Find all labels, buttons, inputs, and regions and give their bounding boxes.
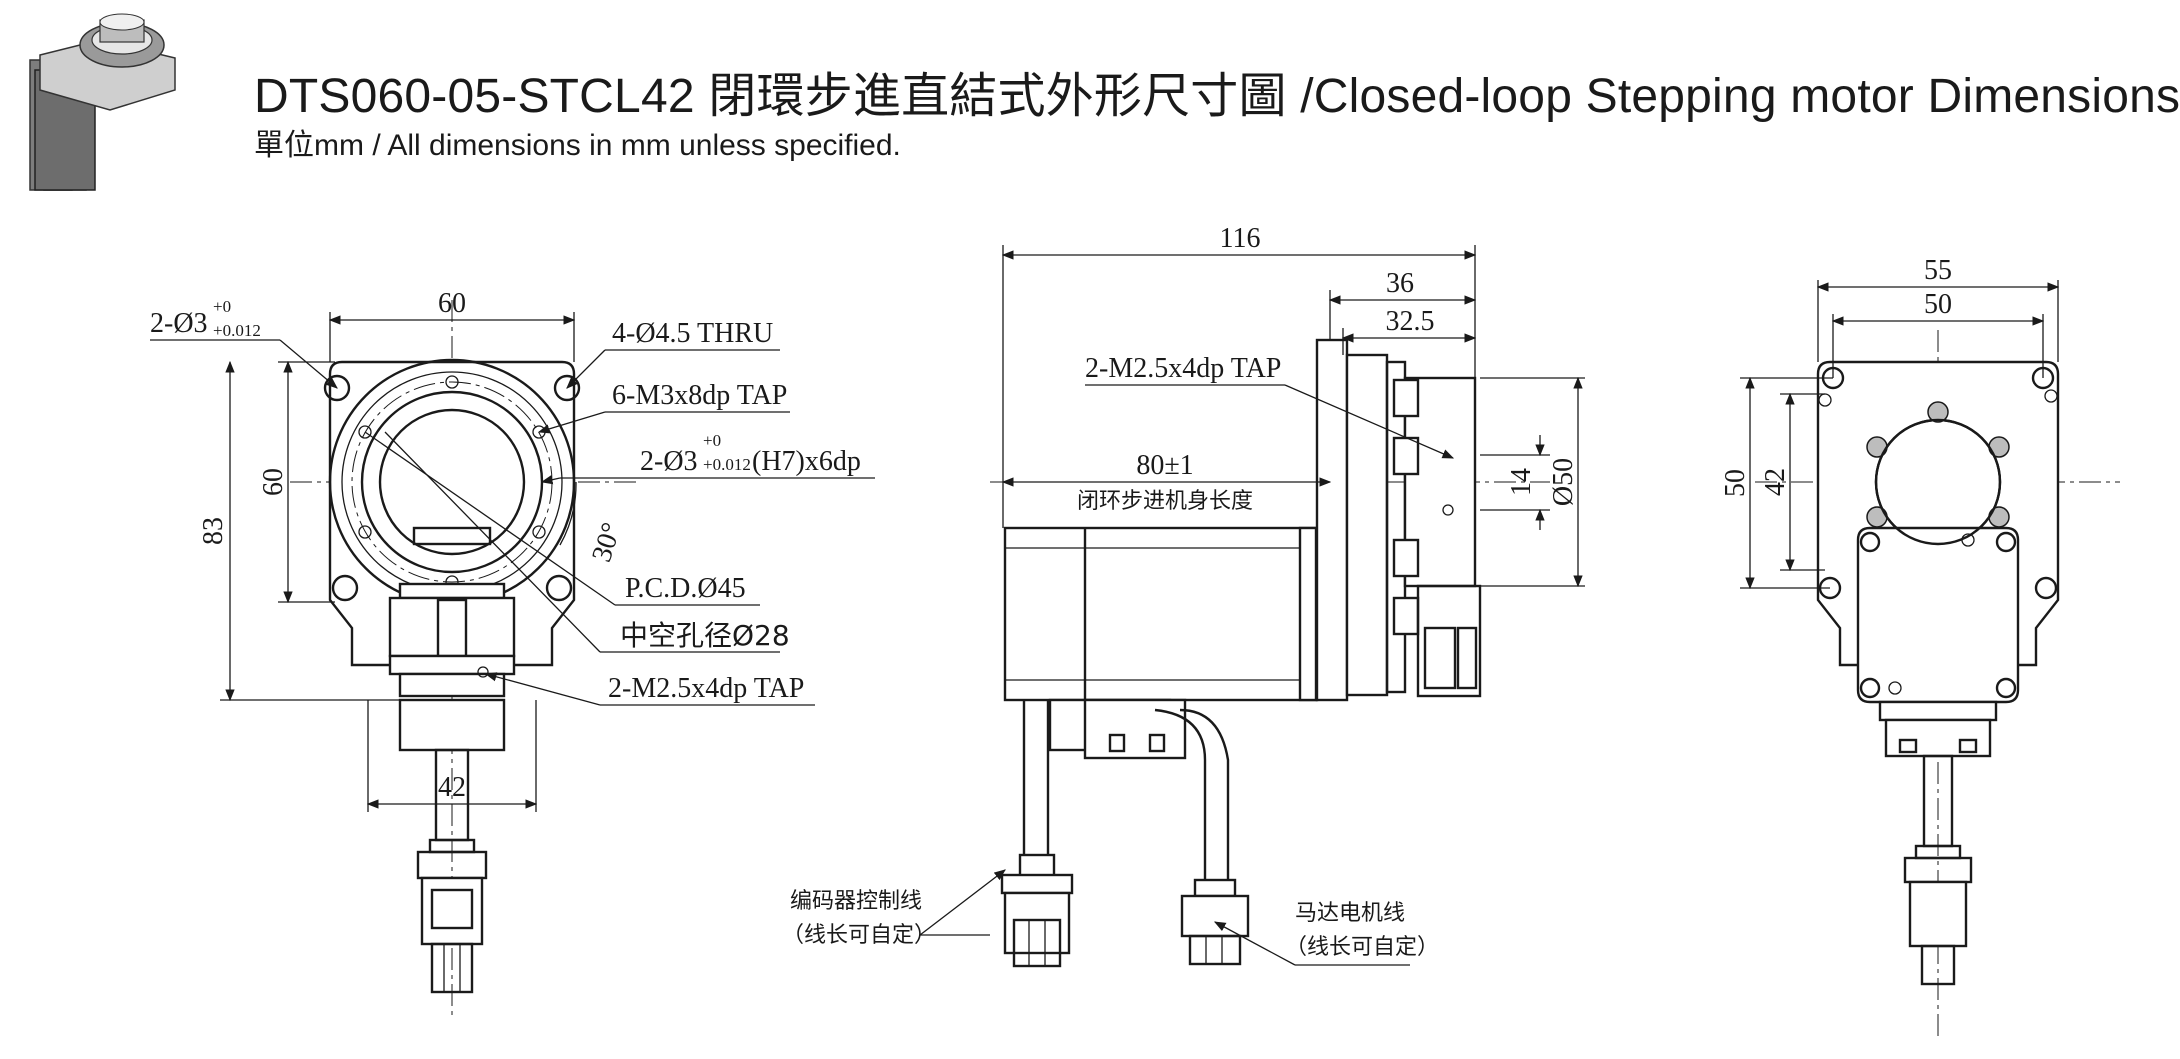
drawing-title: DTS060-05-STCL42 閉環步進直結式外形尺寸圖 /Closed-lo… — [254, 70, 2180, 123]
dim-rear-55: 55 — [1924, 255, 1952, 286]
hollow-bore-callout: 中空孔径Ø28 — [620, 619, 790, 652]
technical-drawing: 60 60 83 42 2-Ø3 +0 +0.012 4-Ø4.5 THRU 6… — [29, 13, 2120, 1040]
fit-hole-callout: 2-Ø3 — [640, 446, 698, 477]
rear-view: 55 50 50 42 — [1720, 255, 2120, 1040]
dim-width-60: 60 — [438, 288, 466, 319]
motor-cable-label: 马达电机线 — [1295, 901, 1405, 926]
dim-overall-116: 116 — [1220, 223, 1261, 254]
pin-hole-tol-lower: +0.012 — [213, 321, 261, 340]
product-photo-icon — [29, 13, 176, 191]
dim-32-5: 32.5 — [1386, 306, 1435, 337]
body-length-note: 闭环步进机身长度 — [1077, 489, 1253, 514]
bottom-tap-callout: 2-M2.5x4dp TAP — [608, 673, 804, 704]
pin-hole-tol-upper: +0 — [213, 297, 231, 316]
thru-holes-callout: 4-Ø4.5 THRU — [612, 318, 773, 349]
dim-rear-height-42: 42 — [1760, 468, 1791, 496]
dim-36: 36 — [1386, 268, 1414, 299]
fit-hole-suffix: (H7)x6dp — [752, 446, 861, 477]
dim-14: 14 — [1506, 468, 1537, 496]
dim-bottom-42: 42 — [438, 772, 466, 803]
tap-holes-callout: 6-M3x8dp TAP — [612, 380, 787, 411]
pin-hole-callout: 2-Ø3 — [150, 308, 208, 339]
motor-cable-note: （线长可自定） — [1285, 935, 1439, 960]
dim-rear-50: 50 — [1924, 289, 1952, 320]
dim-body-80: 80±1 — [1136, 450, 1193, 481]
fit-hole-tol-upper: +0 — [703, 431, 721, 450]
encoder-cable-note: （线长可自定） — [782, 923, 936, 948]
fit-hole-tol-lower: +0.012 — [703, 455, 751, 474]
dim-rear-height-50: 50 — [1720, 469, 1751, 497]
rear-motor-body — [1856, 526, 2020, 704]
dim-height-60: 60 — [258, 468, 289, 496]
side-tap-callout: 2-M2.5x4dp TAP — [1085, 353, 1281, 384]
flange-block — [1345, 353, 1389, 697]
dim-overall-83: 83 — [198, 517, 229, 545]
pcd-callout: P.C.D.Ø45 — [625, 573, 746, 604]
drawing-subtitle: 單位mm / All dimensions in mm unless speci… — [254, 129, 901, 162]
front-view: 60 60 83 42 2-Ø3 +0 +0.012 4-Ø4.5 THRU 6… — [150, 288, 875, 1018]
encoder-cable-label: 编码器控制线 — [790, 889, 922, 914]
side-view: 116 36 32.5 2-M2.5x4dp TAP 80±1 闭环步进机身长度… — [782, 223, 1585, 968]
dim-diameter-50: Ø50 — [1548, 458, 1579, 506]
dim-angle-30: 30° — [586, 519, 628, 566]
motor-body — [1003, 526, 1319, 702]
